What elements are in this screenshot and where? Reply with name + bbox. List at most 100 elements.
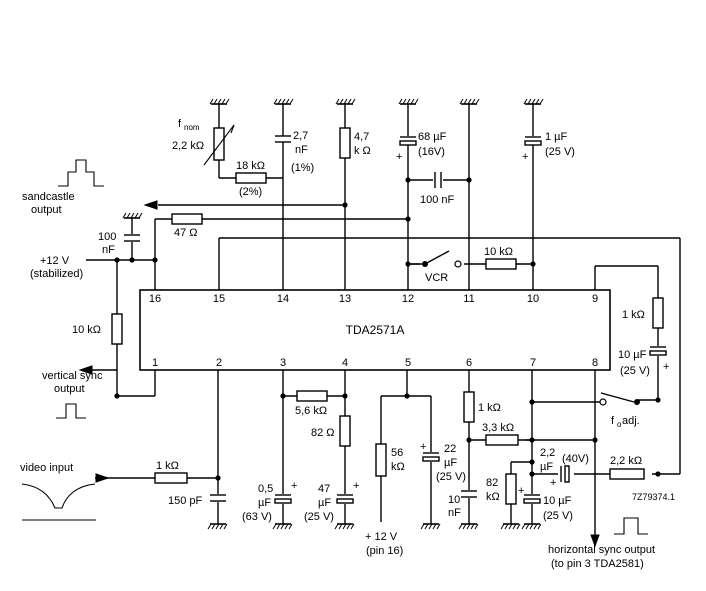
resistor-82k xyxy=(505,473,517,505)
label-c100n-left-1: 100 xyxy=(98,231,116,243)
label-r5k6: 5,6 kΩ xyxy=(295,405,327,417)
label-hsync-1: horizontal sync output xyxy=(548,544,655,556)
vsync-arrow xyxy=(78,365,93,375)
resistor-56k xyxy=(375,443,387,477)
wires xyxy=(86,104,681,540)
switch-fo-adj xyxy=(599,392,640,410)
label-c05-2: µF xyxy=(258,497,271,509)
label-r56-2: kΩ xyxy=(391,461,405,473)
pin-top-2: 14 xyxy=(277,293,289,305)
label-fnom-sub: nom xyxy=(184,123,200,132)
resistors xyxy=(111,127,664,505)
resistor-18k xyxy=(235,172,267,184)
resistor-1k-right xyxy=(652,297,664,329)
resistor-10k-top xyxy=(485,258,517,270)
label-r2k2: 2,2 kΩ xyxy=(610,455,642,467)
label-r82k-2: kΩ xyxy=(486,491,500,503)
label-r4k7-2: k Ω xyxy=(354,145,371,157)
label-c1u-1: 1 µF xyxy=(545,131,568,143)
resistor-2k2 xyxy=(609,468,645,480)
sandcastle-arrow xyxy=(143,200,158,210)
label-c47-1: 47 xyxy=(318,483,330,495)
label-c100n-left-2: nF xyxy=(102,244,115,256)
pin-bottom-7: 8 xyxy=(592,357,598,369)
label-vsync-1: vertical sync xyxy=(42,370,103,382)
label-plus-c10u-right: + xyxy=(663,361,669,373)
label-supply-2: (stabilized) xyxy=(30,268,83,280)
label-c22-1: 22 xyxy=(444,443,456,455)
label-r82: 82 Ω xyxy=(311,427,335,439)
arrows xyxy=(78,200,600,548)
ic-name: TDA2571A xyxy=(346,323,405,337)
label-video-input: video input xyxy=(20,462,73,474)
capacitors xyxy=(123,135,667,504)
resistor-4k7 xyxy=(339,127,351,159)
label-fo-adj: adj. xyxy=(622,415,640,427)
label-supply16-1: + 12 V xyxy=(365,531,398,543)
label-r18k: 18 kΩ xyxy=(236,160,265,172)
label-sandcastle-2: output xyxy=(31,204,62,216)
label-c150p: 150 pF xyxy=(168,495,203,507)
label-r1k-input: 1 kΩ xyxy=(156,460,179,472)
resistor-10k-left xyxy=(111,313,123,345)
label-vcr: VCR xyxy=(425,272,448,284)
switch-vcr xyxy=(408,250,464,270)
label-plus-c05: + xyxy=(291,480,297,492)
pin-top-7: 9 xyxy=(592,293,598,305)
label-c10u-bottom-1: 10 µF xyxy=(543,495,572,507)
label-c100n-mid: 100 nF xyxy=(420,194,455,206)
label-c2u2-1: 2,2 xyxy=(540,447,555,459)
label-r4k7-1: 4,7 xyxy=(354,131,369,143)
pin-top-1: 15 xyxy=(213,293,225,305)
resistor-82ohm xyxy=(339,415,351,447)
label-c27-3: (1%) xyxy=(291,162,314,174)
pin-top-0: 16 xyxy=(149,293,161,305)
label-c10u-right-1: 10 µF xyxy=(618,349,647,361)
video-waveform xyxy=(21,483,96,509)
label-fo: f xyxy=(611,415,615,427)
label-r10k-left: 10 kΩ xyxy=(72,324,101,336)
label-supply-1: +12 V xyxy=(40,255,70,267)
label-hsync-2: (to pin 3 TDA2581) xyxy=(551,558,644,570)
label-r1k-right: 1 kΩ xyxy=(622,309,645,321)
label-plus-c47: + xyxy=(353,480,359,492)
label-r47: 47 Ω xyxy=(174,227,198,239)
resistor-5k6 xyxy=(296,390,328,402)
label-fo-sub: o xyxy=(617,420,622,429)
pin-top-3: 13 xyxy=(339,293,351,305)
label-c22-2: µF xyxy=(444,457,457,469)
label-c22-3: (25 V) xyxy=(436,471,466,483)
label-sandcastle-1: sandcastle xyxy=(22,191,75,203)
pin-bottom-0: 1 xyxy=(152,357,158,369)
label-r56-1: 56 xyxy=(391,447,403,459)
resistor-47ohm xyxy=(171,213,203,225)
label-c27-1: 2,7 xyxy=(293,130,308,142)
label-plus-c22: + xyxy=(420,441,426,453)
label-c05-1: 0,5 xyxy=(258,483,273,495)
label-pot-value: 2,2 kΩ xyxy=(172,140,204,152)
label-c47-3: (25 V) xyxy=(304,511,334,523)
label-fnom: f xyxy=(178,118,182,130)
label-c27-2: nF xyxy=(295,144,308,156)
label-r3k3: 3,3 kΩ xyxy=(482,422,514,434)
pin-top-5: 11 xyxy=(463,293,474,305)
label-plus-c68: + xyxy=(396,151,402,163)
pin-bottom-6: 7 xyxy=(530,357,536,369)
pin-bottom-1: 2 xyxy=(216,357,222,369)
ic-body xyxy=(139,289,611,371)
hsync-arrow xyxy=(590,534,600,548)
label-drawing-code: 7Z79374.1 xyxy=(632,492,675,502)
junction-dots xyxy=(114,177,661,481)
pin-bottom-4: 5 xyxy=(405,357,411,369)
hsync-waveform xyxy=(614,517,648,535)
label-r10k-top: 10 kΩ xyxy=(484,246,513,258)
label-r18k-tol: (2%) xyxy=(239,186,262,198)
potentiometer-fnom xyxy=(203,124,235,166)
pin-top-4: 12 xyxy=(402,293,414,305)
label-plus-c1u: + xyxy=(522,151,528,163)
label-supply16-2: (pin 16) xyxy=(366,545,403,557)
resistor-1k-input xyxy=(154,472,188,484)
label-c2u2-2: µF xyxy=(540,461,553,473)
